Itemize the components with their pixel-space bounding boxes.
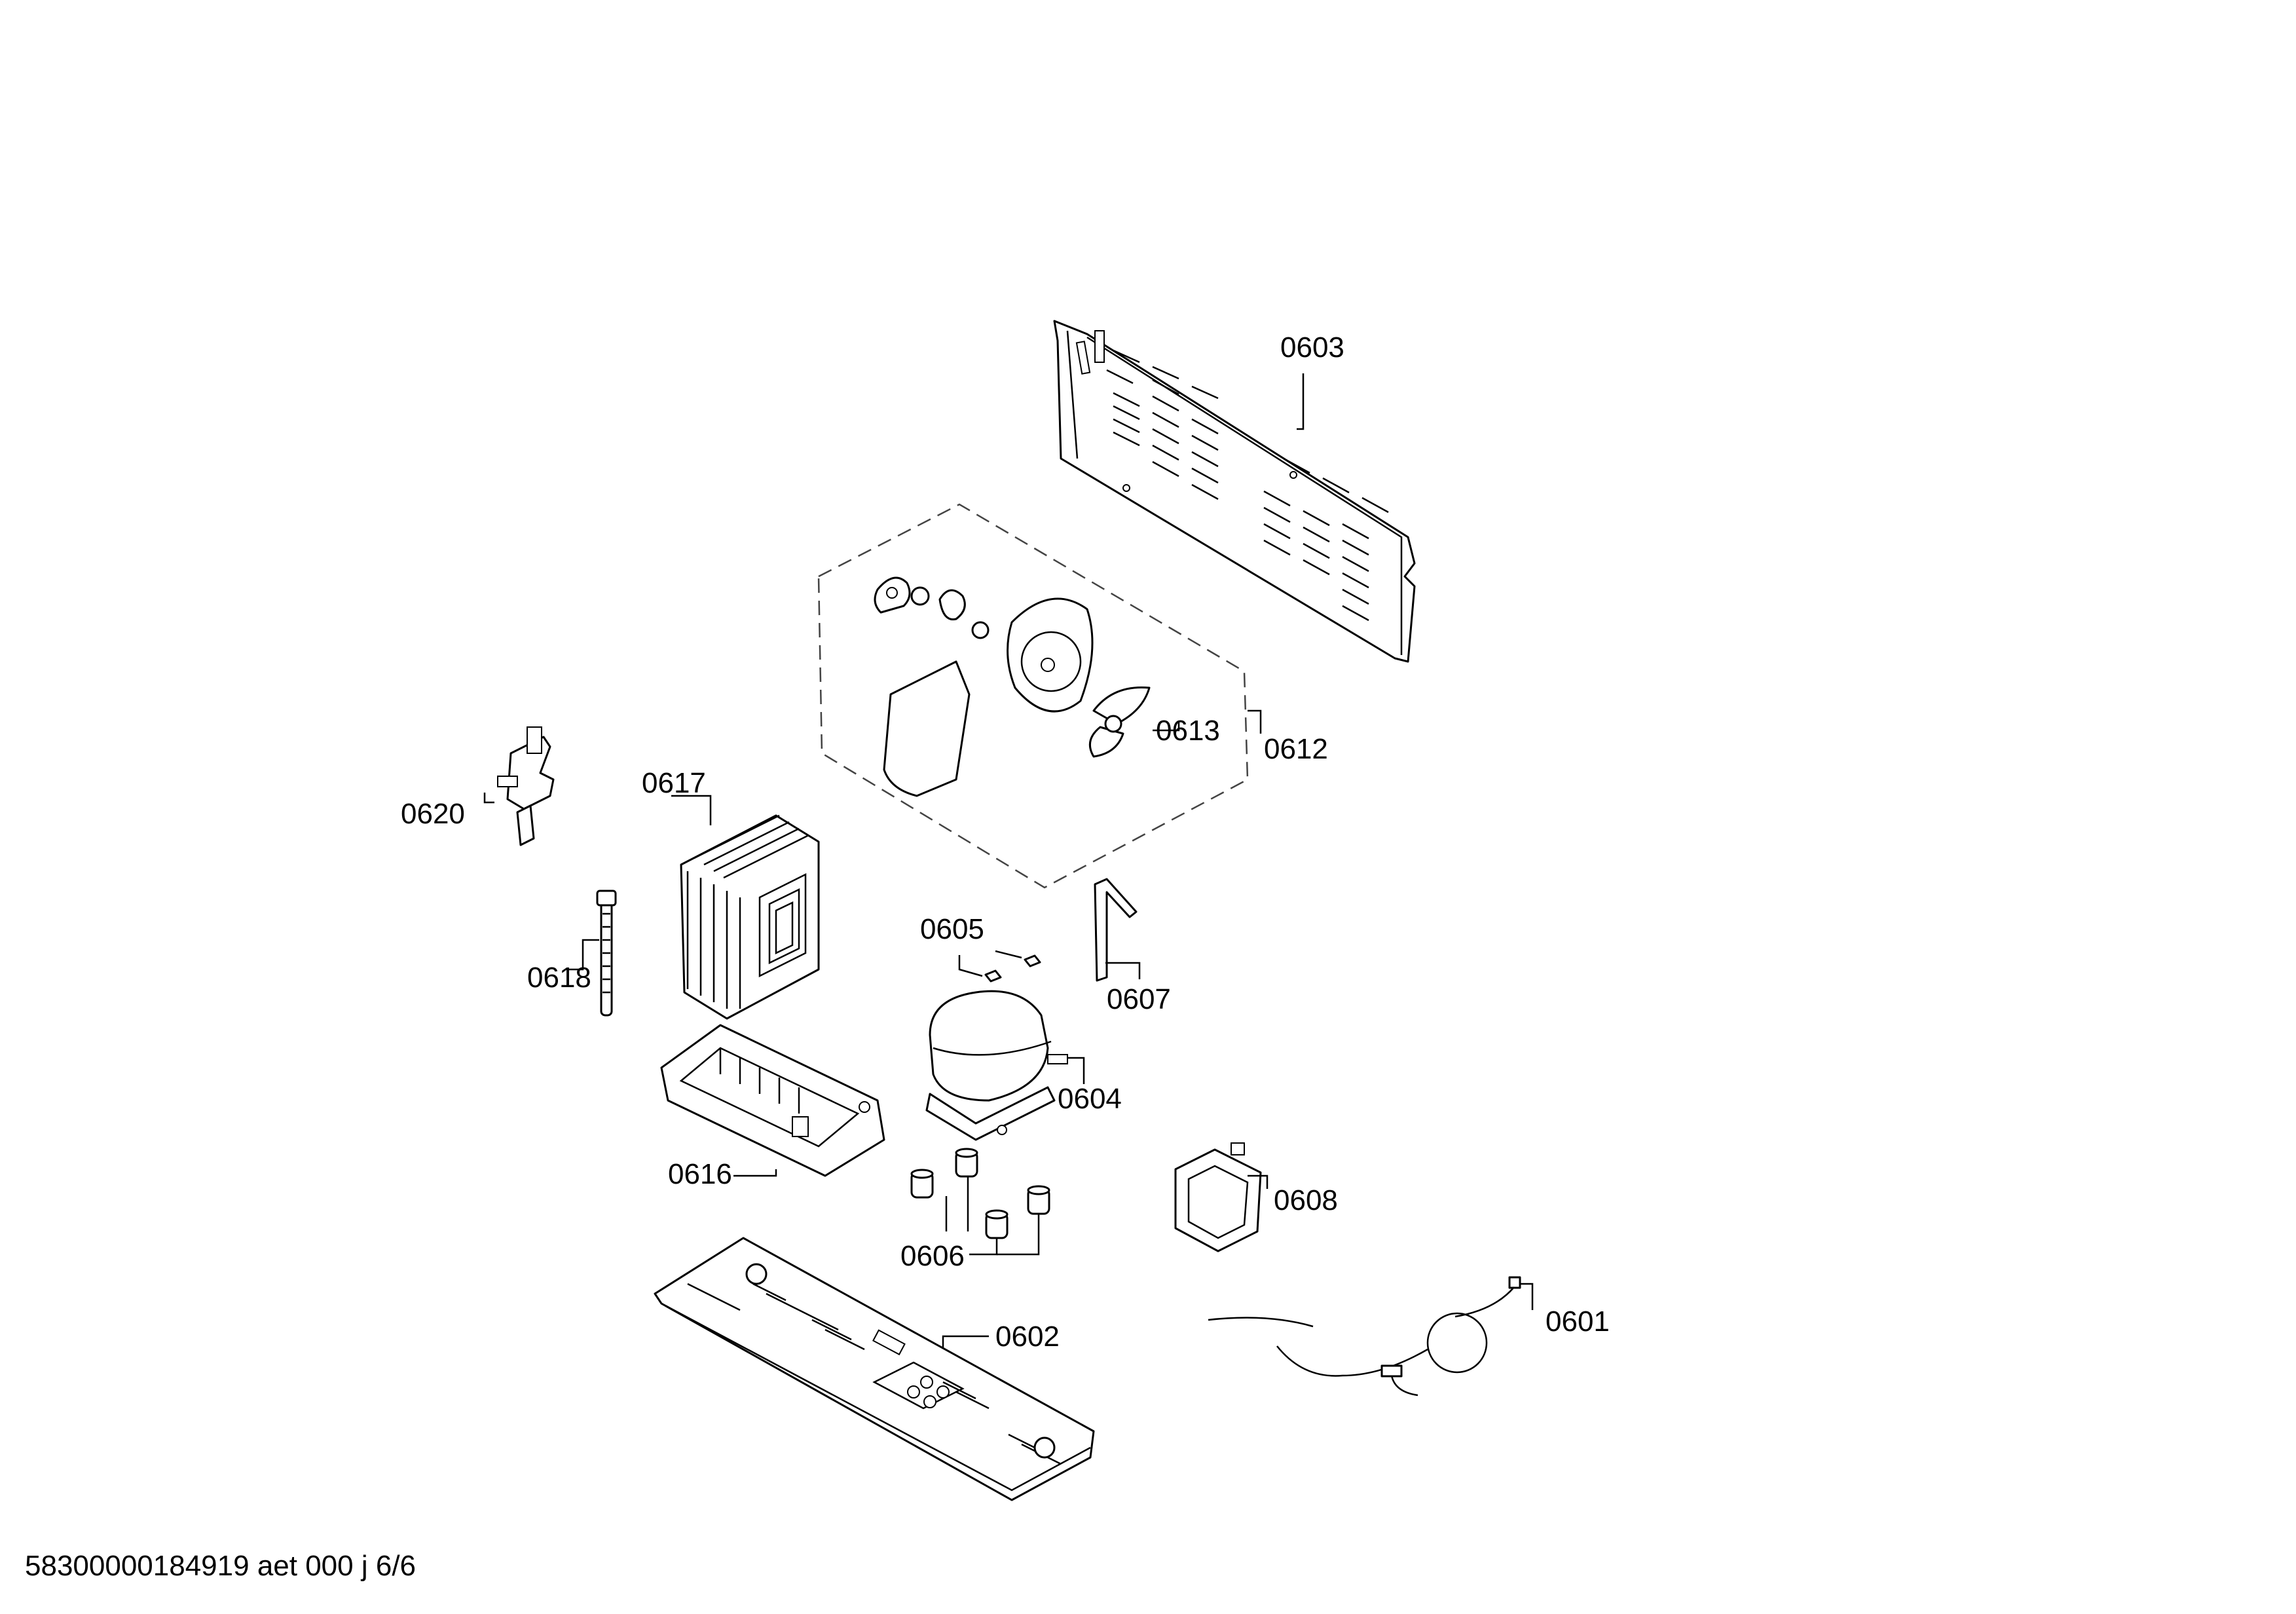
part-label-0613: 0613 <box>1156 715 1220 747</box>
part-label-0601: 0601 <box>1546 1305 1610 1338</box>
condenser-icon <box>680 814 820 1020</box>
document-code: 58300000184919 aet 000 j 6/6 <box>25 1550 417 1582</box>
part-label-0604: 0604 <box>1058 1083 1122 1115</box>
fan-assembly-boundary <box>817 503 1249 889</box>
rear-panel-icon <box>1053 320 1416 663</box>
valve-bracket-icon <box>497 726 555 846</box>
part-label-0603: 0603 <box>1280 331 1344 364</box>
base-tray-icon <box>654 1237 1095 1501</box>
part-label-0607: 0607 <box>1107 983 1171 1015</box>
part-label-0618: 0618 <box>527 962 591 994</box>
compressor-icon <box>925 990 1068 1141</box>
compressor-tray-icon <box>660 1024 885 1177</box>
part-label-0616: 0616 <box>668 1158 732 1190</box>
fan-assembly-icon <box>874 576 1094 797</box>
fan-blade-icon <box>1088 686 1151 758</box>
part-label-0617: 0617 <box>642 767 706 799</box>
bracket-icon <box>1094 878 1138 982</box>
clip-icon <box>984 954 1041 983</box>
part-label-0608: 0608 <box>1274 1184 1338 1216</box>
part-label-0612: 0612 <box>1264 733 1328 765</box>
relay-box-icon <box>1174 1142 1262 1252</box>
part-label-0606: 0606 <box>900 1240 965 1272</box>
part-label-0605: 0605 <box>920 913 984 945</box>
drain-tube-icon <box>596 890 617 1017</box>
rubber-grommet-icon <box>910 1148 1050 1239</box>
cable-harness-icon <box>1208 1276 1521 1397</box>
part-label-0620: 0620 <box>401 798 465 830</box>
part-label-0602: 0602 <box>995 1321 1060 1353</box>
